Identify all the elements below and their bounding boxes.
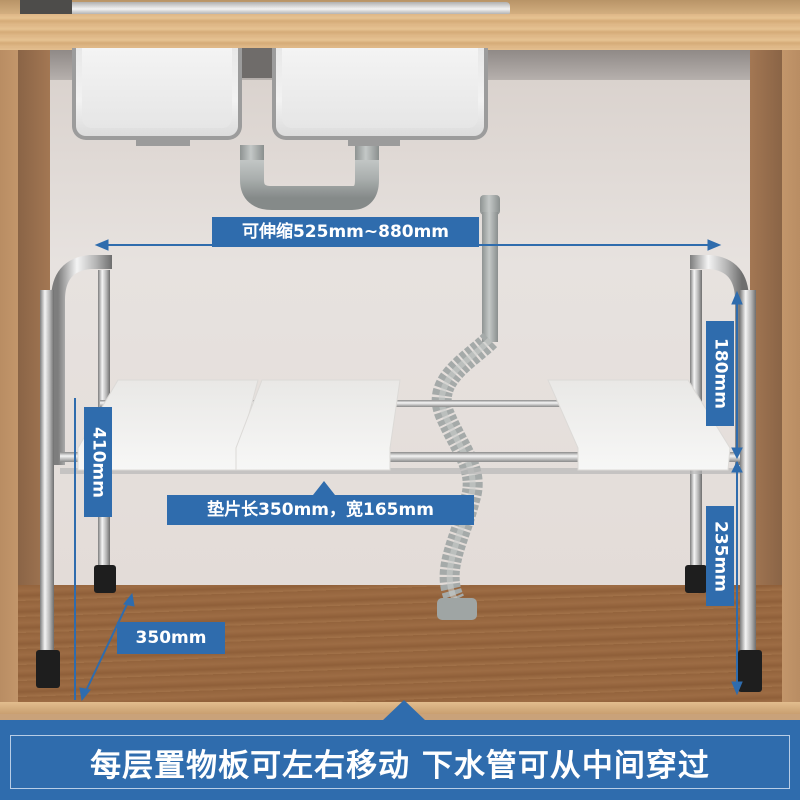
- shelf-pads: [77, 379, 731, 471]
- depth-label: 350mm: [117, 622, 225, 654]
- sink-basin-left: [72, 48, 242, 140]
- sink-rim: [50, 2, 510, 16]
- countertop: [0, 14, 800, 50]
- lower-clearance-label: 235mm: [706, 506, 734, 606]
- shelf-frame-right: [685, 255, 762, 692]
- pad-size-label: 垫片长350mm，宽165mm: [167, 495, 474, 525]
- feature-banner: [0, 720, 800, 800]
- pad-label-pointer: [313, 481, 335, 495]
- basin-gap: [242, 48, 272, 78]
- banner-pointer: [382, 700, 426, 721]
- sink-basin-right: [272, 48, 488, 140]
- faucet-base: [20, 0, 72, 14]
- total-height-label: 410mm: [84, 407, 112, 517]
- upper-clearance-label: 180mm: [706, 321, 734, 426]
- width-range-label: 可伸缩525mm~880mm: [212, 217, 479, 247]
- feature-banner-text: 每层置物板可左右移动 下水管可从中间穿过: [10, 735, 790, 789]
